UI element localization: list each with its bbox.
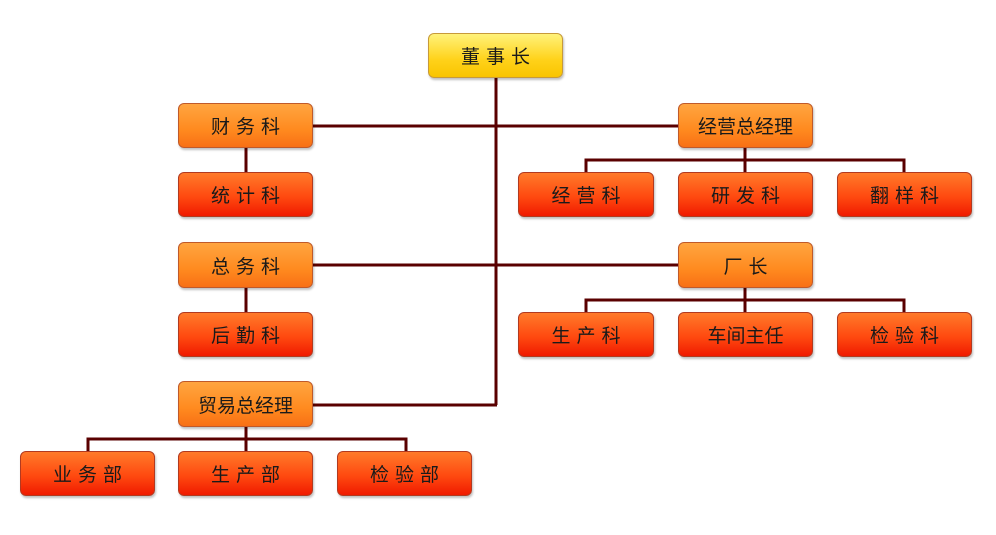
connector-factory-bar <box>584 298 906 312</box>
node-business-dept: 业 务 部 <box>20 451 155 496</box>
node-finance: 财 务 科 <box>178 103 313 148</box>
node-operations-section: 经 营 科 <box>518 172 654 217</box>
node-production-section: 生 产 科 <box>518 312 654 357</box>
node-sample-section: 翻 样 科 <box>837 172 972 217</box>
node-statistics: 统 计 科 <box>178 172 313 217</box>
node-chairman: 董 事 长 <box>428 33 563 78</box>
connector-trade-bar <box>86 437 408 451</box>
node-workshop-director: 车间主任 <box>678 312 813 357</box>
node-production-dept: 生 产 部 <box>178 451 313 496</box>
node-logistics: 后 勤 科 <box>178 312 313 357</box>
node-trade-gm: 贸易总经理 <box>178 381 313 427</box>
node-operations-gm: 经营总经理 <box>678 103 813 148</box>
node-inspection-dept: 检 验 部 <box>337 451 472 496</box>
node-rnd-section: 研 发 科 <box>678 172 813 217</box>
node-general-affairs: 总 务 科 <box>178 242 313 288</box>
connector-operations-bar <box>584 158 906 172</box>
node-factory-director: 厂 长 <box>678 242 813 288</box>
node-inspection-section: 检 验 科 <box>837 312 972 357</box>
